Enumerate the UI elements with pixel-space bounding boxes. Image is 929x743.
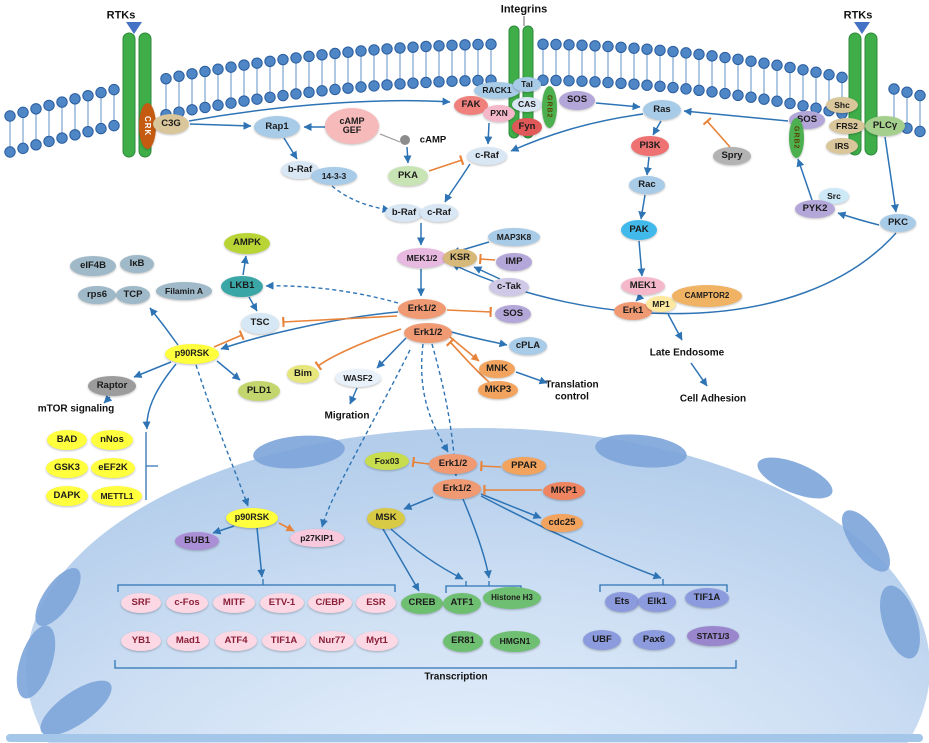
label-mtor-signaling: mTOR signaling [37,403,115,415]
label-transcription: Transcription [424,671,488,683]
bottom-edge-bar [6,734,923,742]
camp-molecule-dot [400,135,410,145]
label-rtks-left: RTKs [106,9,136,22]
label-camp: cAMP [419,134,447,146]
rtk-right-triangle-icon [854,22,870,34]
label-translation-control: Translation control [545,379,599,403]
cell-membrane [4,38,926,158]
nucleus-envelope-blobs [16,434,920,736]
rtk-receptor-left [122,22,152,158]
label-cell-adhesion: Cell Adhesion [679,393,747,405]
rtk-receptor-right [848,22,878,156]
label-integrins: Integrins [500,3,548,16]
label-migration: Migration [324,410,370,422]
inhibition-arrows [213,117,731,532]
label-late-endosome: Late Endosome [649,347,725,359]
label-rtks-right: RTKs [843,9,873,22]
rtk-left-triangle-icon [126,22,142,34]
integrin-receptor [508,16,534,139]
